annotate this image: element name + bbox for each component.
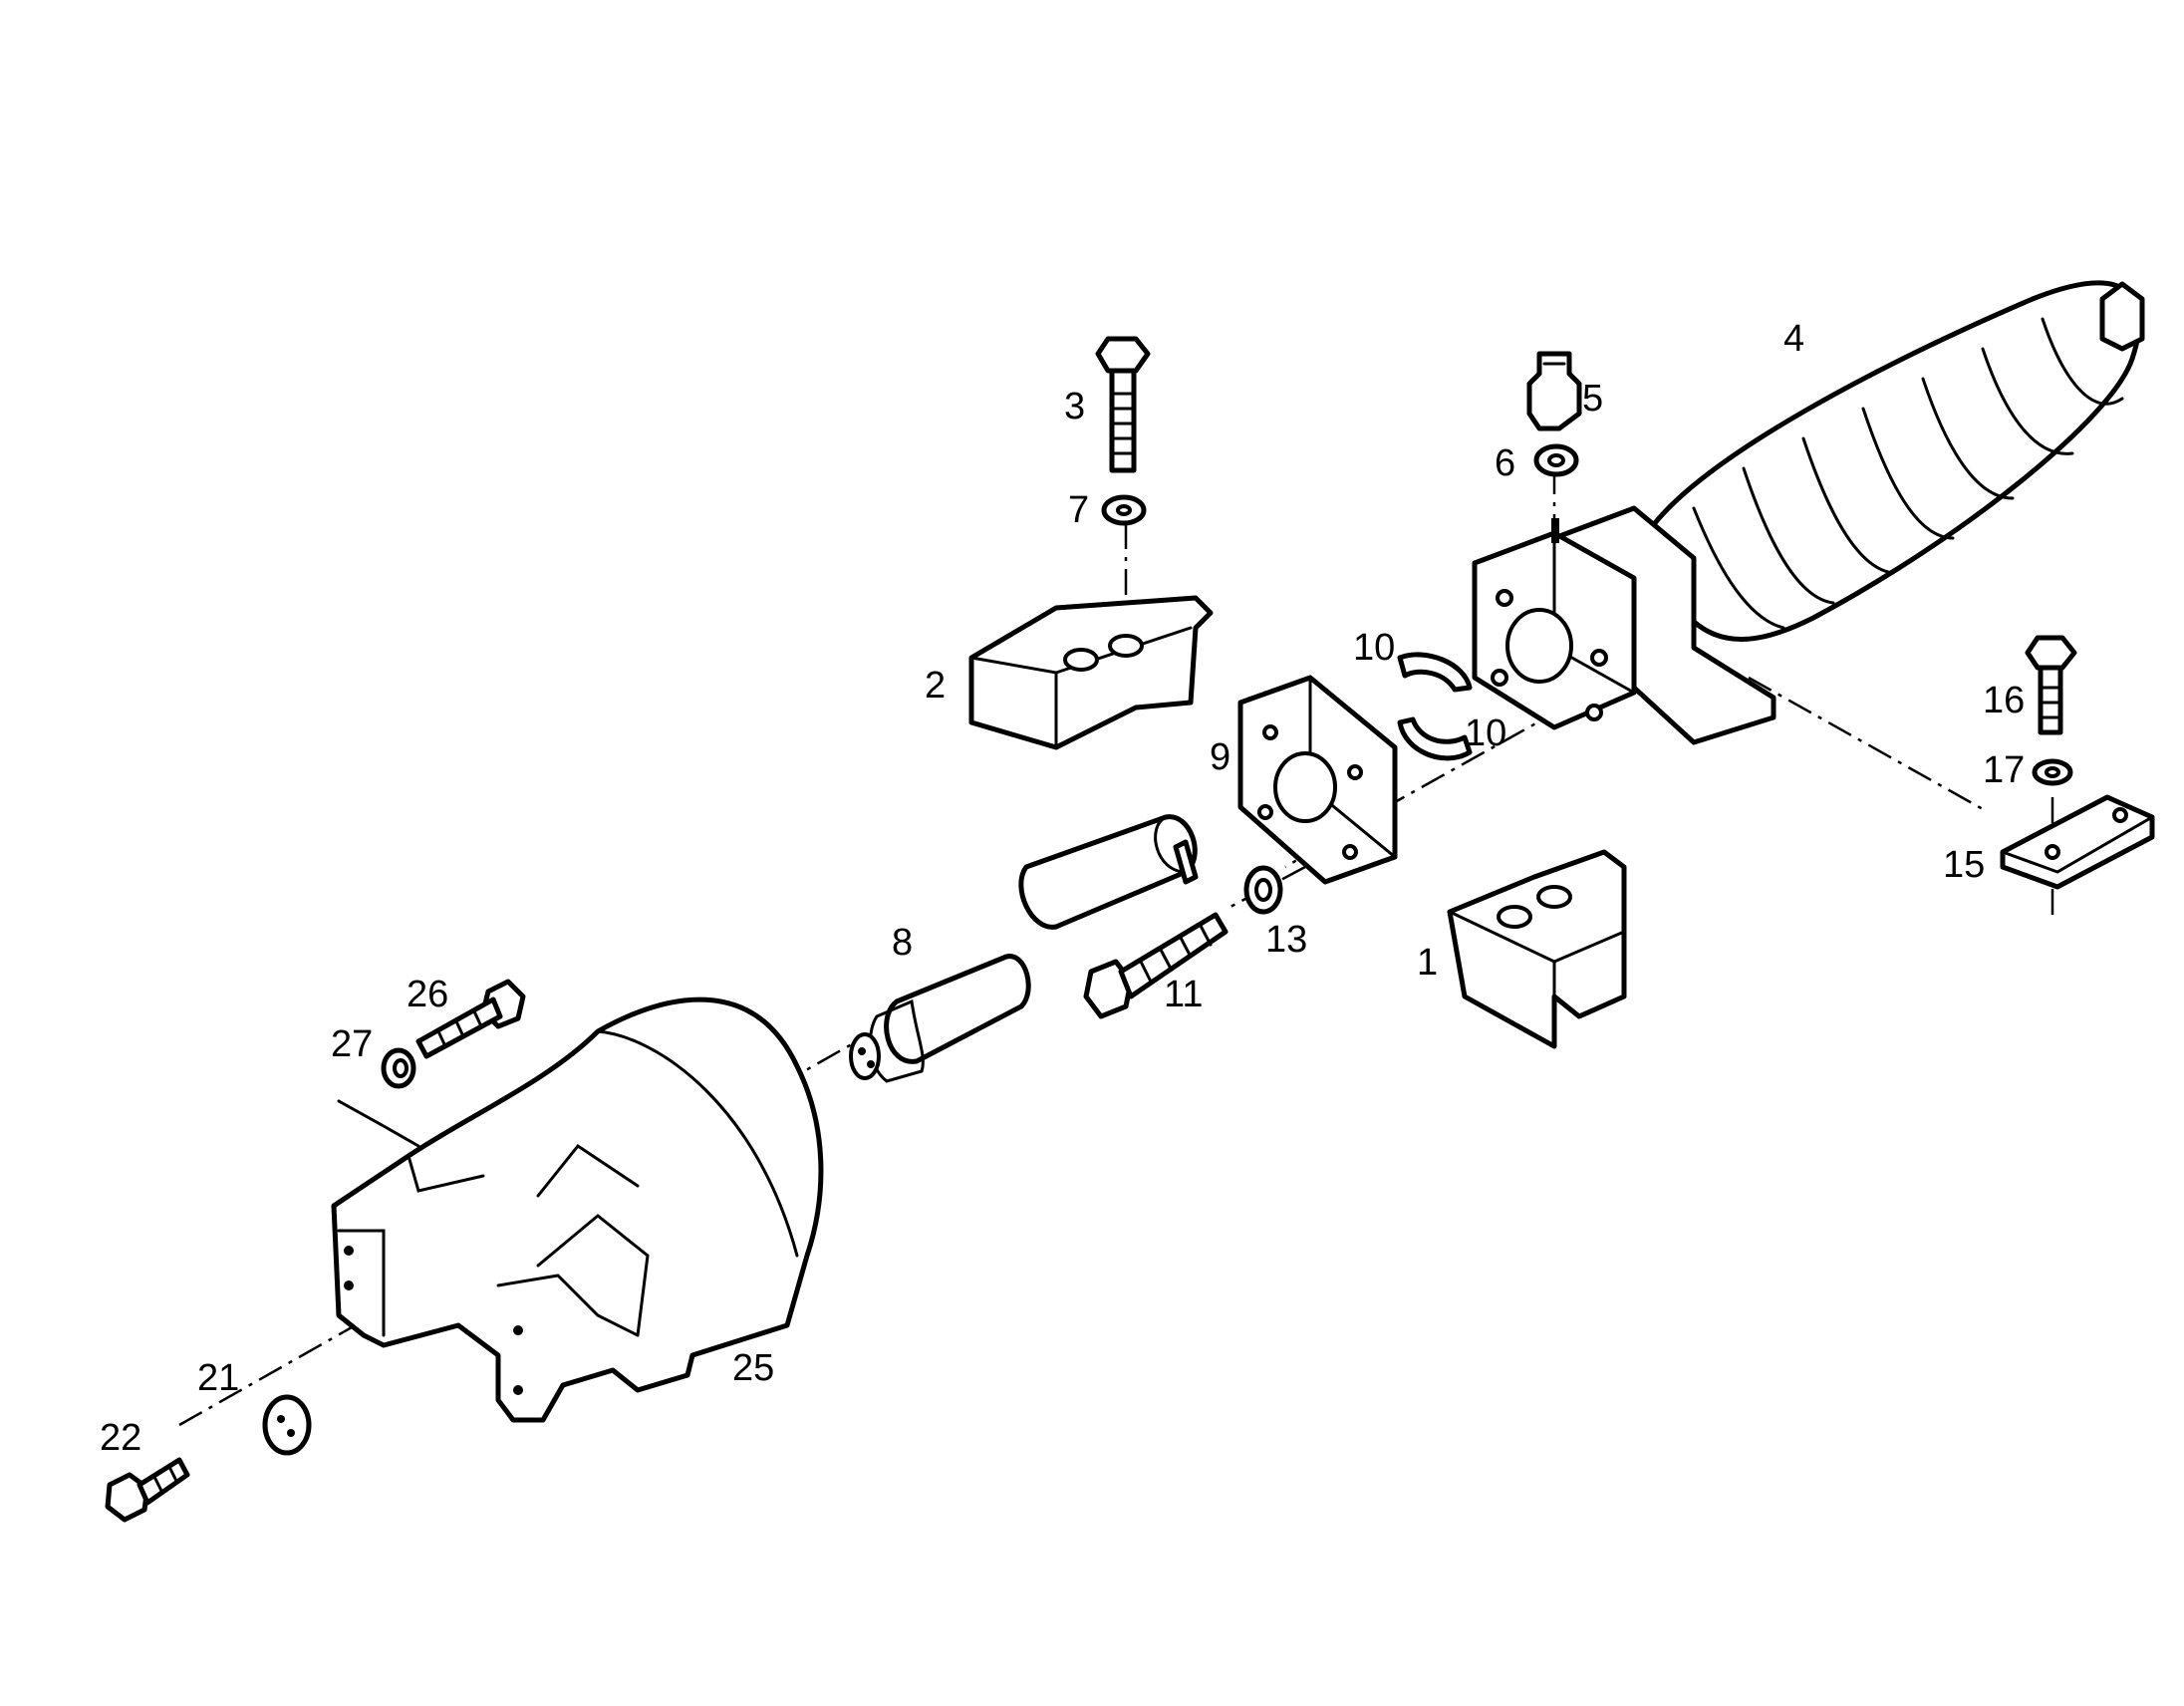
part-11-bolt: [1083, 912, 1228, 1019]
part-6-washer: [1533, 443, 1579, 477]
part-1-block: [1447, 849, 1627, 1049]
label-part-10-lower: 10: [1465, 712, 1506, 754]
part-13-washer: [1243, 865, 1283, 915]
part-27-washer: [337, 1047, 420, 1148]
part-17-washer: [2032, 758, 2073, 786]
label-part-4: 4: [1783, 318, 1804, 360]
part-7-washer: [1101, 494, 1147, 526]
part-16-bolt: [2025, 635, 2077, 735]
label-part-17: 17: [1983, 749, 2025, 791]
label-part-11: 11: [1164, 974, 1203, 1015]
part-9-flange-plate: [1237, 675, 1398, 885]
part-labels: 1 2 3 4 5 6 7 8 9 10 10 11 13 15 16 17 2…: [100, 318, 2025, 1459]
part-5-grease-nipple: [1526, 351, 1582, 431]
label-part-25: 25: [732, 1347, 774, 1389]
part-26-bolt: [415, 979, 526, 1059]
label-part-9: 9: [1210, 736, 1230, 778]
part-15-plate: [2000, 794, 2155, 890]
label-part-21: 21: [197, 1357, 239, 1399]
part-3-bolt: [1095, 336, 1151, 473]
label-part-13: 13: [1265, 919, 1307, 961]
label-part-15: 15: [1943, 844, 1985, 886]
label-part-27: 27: [331, 1023, 373, 1065]
part-2-block: [968, 595, 1214, 750]
part-22-bolt: [105, 1457, 190, 1523]
label-part-26: 26: [407, 974, 448, 1015]
label-part-8: 8: [892, 922, 913, 964]
label-part-6: 6: [1495, 442, 1515, 484]
label-part-1: 1: [1417, 942, 1438, 984]
label-part-2: 2: [925, 665, 946, 707]
part-25-housing: [331, 996, 824, 1423]
label-part-7: 7: [1068, 489, 1089, 531]
part-21-washer: [262, 1394, 312, 1456]
label-part-3: 3: [1064, 386, 1085, 427]
label-part-5: 5: [1582, 378, 1603, 420]
label-part-22: 22: [100, 1417, 141, 1459]
part-8-piston-rod: [849, 814, 1199, 1083]
label-part-10-upper: 10: [1353, 627, 1395, 669]
part-10-split-collar-lower: [1397, 716, 1473, 761]
part-4-spring-tensioner: [1472, 280, 2145, 745]
label-part-16: 16: [1983, 680, 2025, 721]
part-10-split-collar-upper: [1397, 652, 1473, 693]
